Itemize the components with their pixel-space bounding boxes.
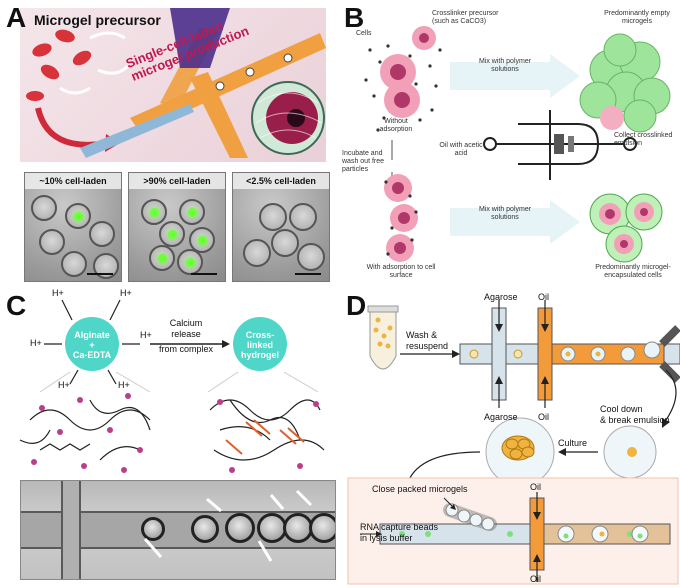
hydrogel-line-3: hydrogel bbox=[240, 350, 279, 360]
label-with-adsorption: With adsorption to cell surface bbox=[366, 264, 436, 279]
calcium-complexes-left bbox=[31, 393, 143, 473]
label-incubate: Incubate and wash out free particles bbox=[342, 150, 385, 173]
label-oil-top: Oil bbox=[538, 292, 549, 302]
label-oil2-bottom: Oil bbox=[530, 574, 541, 584]
colony-icon bbox=[501, 435, 535, 461]
label-close-packed: Close packed microgels bbox=[372, 484, 468, 494]
release-label: Calcium release from complex bbox=[150, 318, 222, 355]
label-wash-line-1: Wash & bbox=[406, 330, 438, 340]
micrograph-caption: ~10% cell-laden bbox=[25, 173, 121, 189]
arrow-bottom bbox=[450, 200, 580, 244]
panel-c-letter: C bbox=[6, 290, 27, 321]
label-cool-line-2: & break emulsion bbox=[600, 415, 670, 425]
panel-c-diagram bbox=[19, 299, 325, 473]
micrograph-1: ~10% cell-laden bbox=[24, 172, 122, 282]
microgel-zoom bbox=[251, 81, 325, 155]
micrograph-2: >90% cell-laden bbox=[128, 172, 226, 282]
co-encapsulation-device bbox=[360, 492, 671, 582]
label-cool-line-1: Cool down bbox=[600, 404, 643, 414]
cell-icons bbox=[26, 29, 130, 101]
droplet-device bbox=[483, 110, 637, 180]
label-wash: Wash & resuspend bbox=[406, 330, 448, 352]
label-crosslinker: Crosslinker precursor (such as CaCO3) bbox=[432, 10, 499, 25]
panel-a-title: Microgel precursor bbox=[34, 12, 161, 28]
panel-d-letter: D bbox=[346, 290, 367, 321]
label-rna: RNA capture beads in lysis buffer bbox=[360, 522, 438, 544]
hydrogel-line-1: Cross- bbox=[245, 330, 275, 340]
polymer-chains-left bbox=[19, 399, 151, 461]
h-plus-4: H+ bbox=[140, 330, 152, 340]
sample-tube-icon bbox=[367, 305, 399, 370]
panel-a-letter: A bbox=[6, 2, 27, 33]
label-oil-bottom: Oil bbox=[538, 412, 549, 422]
label-mix-top: Mix with polymer solutions bbox=[478, 58, 532, 73]
label-agarose-bottom: Agarose bbox=[484, 412, 518, 422]
crosslinks bbox=[225, 419, 305, 455]
release-line-3: from complex bbox=[158, 344, 213, 354]
hydrogel-circle bbox=[233, 317, 287, 371]
label-encapsulated: Predominantly microgel-encapsulated cell… bbox=[595, 264, 671, 279]
calcium-complexes-right bbox=[217, 399, 319, 473]
proton-arrows bbox=[44, 299, 140, 385]
panel-d-diagram bbox=[347, 300, 680, 585]
label-agarose-top: Agarose bbox=[484, 292, 518, 302]
alginate-label: Alginate + Ca-EDTA bbox=[66, 330, 118, 360]
cool-arrow bbox=[665, 369, 677, 421]
cells-with-adsorption bbox=[384, 174, 418, 262]
label-oil2-top: Oil bbox=[530, 482, 541, 492]
panel-b-letter: B bbox=[344, 2, 365, 33]
arrow-top bbox=[450, 54, 580, 98]
panel-a-illustration: Single-cell-laden microgel production bbox=[20, 8, 326, 162]
label-cells: Cells bbox=[356, 30, 372, 37]
h-plus-6: H+ bbox=[118, 380, 130, 390]
crosslinker-dots bbox=[364, 44, 442, 132]
alginate-circle bbox=[65, 317, 119, 371]
scale-bar bbox=[191, 273, 217, 275]
release-line-1: Calcium bbox=[169, 318, 203, 328]
chip-channel-orange bbox=[130, 33, 326, 132]
chip-illustration bbox=[26, 8, 326, 158]
alginate-line-1: Alginate bbox=[74, 330, 110, 340]
alginate-line-2: + bbox=[89, 340, 95, 350]
h-plus-3: H+ bbox=[30, 338, 42, 348]
panel-b-diagram bbox=[364, 26, 671, 263]
white-arrows bbox=[143, 489, 313, 562]
scale-bar bbox=[87, 273, 113, 275]
label-empty-microgels: Predominantly empty microgels bbox=[604, 10, 670, 25]
hydrogel-line-2: linked bbox=[246, 340, 273, 350]
hydrogel-label: Cross- linked hydrogel bbox=[234, 330, 286, 360]
micrograph-caption: <2.5% cell-laden bbox=[233, 173, 329, 189]
encapsulated-cell-cluster bbox=[589, 193, 663, 263]
label-oil-acetic: Oil with acetic acid bbox=[439, 142, 483, 157]
droplet-generator bbox=[459, 300, 680, 408]
label-rna-line-2: in lysis buffer bbox=[360, 533, 413, 543]
scale-bar bbox=[295, 273, 321, 275]
culture-return-arrow bbox=[407, 451, 481, 483]
cells-without-adsorption bbox=[380, 26, 436, 118]
flow-arrow bbox=[35, 107, 109, 148]
micrograph-caption: >90% cell-laden bbox=[129, 173, 225, 189]
alginate-line-3: Ca-EDTA bbox=[72, 350, 112, 360]
label-rna-line-1: RNA capture beads bbox=[360, 522, 439, 532]
h-plus-5: H+ bbox=[58, 380, 70, 390]
channel-micrograph bbox=[20, 480, 336, 580]
polymer-chains-right bbox=[209, 399, 325, 461]
label-cool: Cool down & break emulsion bbox=[600, 404, 670, 426]
label-mix-bottom: Mix with polymer solutions bbox=[478, 206, 532, 221]
h-plus-2: H+ bbox=[120, 288, 132, 298]
micrograph-3: <2.5% cell-laden bbox=[232, 172, 330, 282]
empty-microgel-cluster bbox=[579, 33, 671, 133]
label-collect: Collect crosslinked emulsion bbox=[614, 132, 673, 147]
label-wash-line-2: resuspend bbox=[406, 341, 449, 351]
release-line-2: release bbox=[171, 329, 201, 339]
label-culture: Culture bbox=[558, 438, 588, 448]
label-without-adsorption: Without adsorption bbox=[379, 118, 413, 133]
h-plus-1: H+ bbox=[52, 288, 64, 298]
